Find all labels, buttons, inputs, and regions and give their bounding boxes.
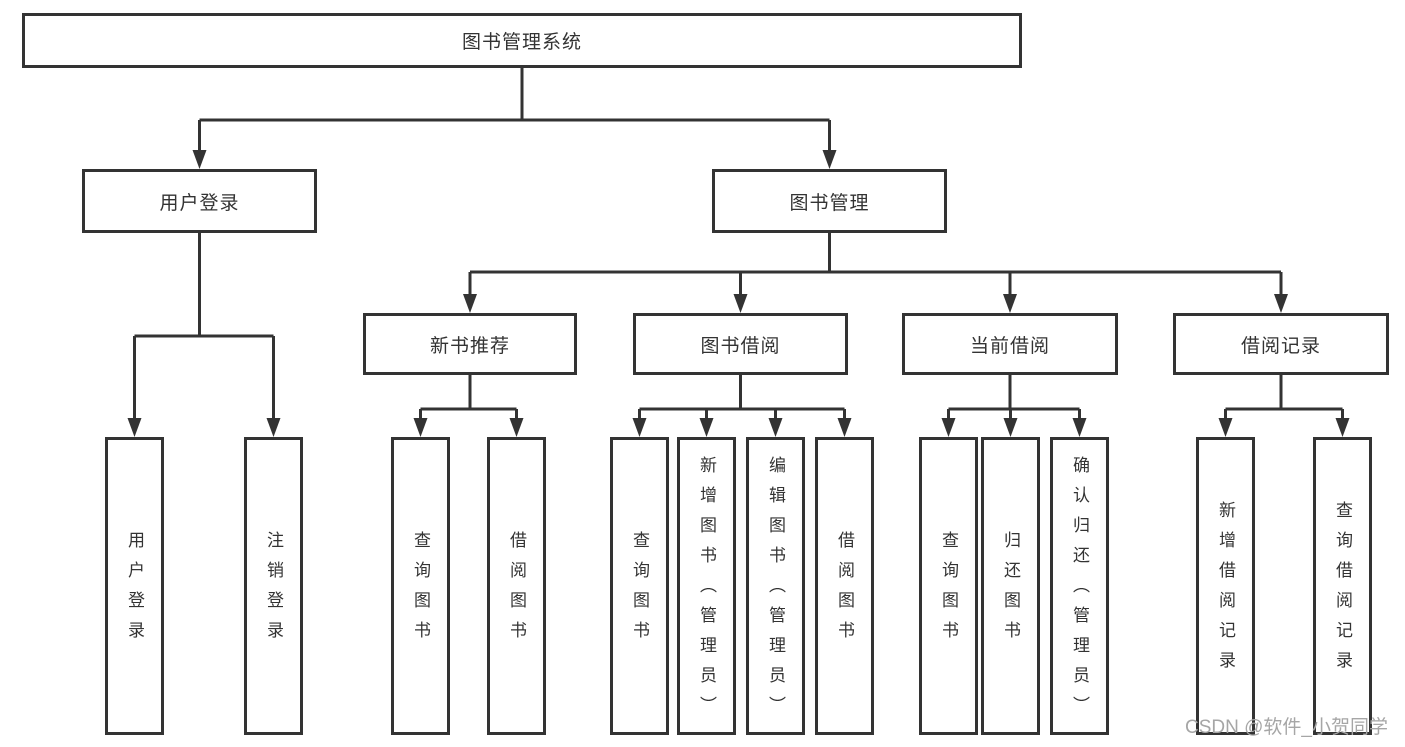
leaf-query-borrow-record: 查询借阅记录 xyxy=(1313,437,1372,735)
leaf-borrow-books-recommend: 借阅图书 xyxy=(487,437,546,735)
node-book-management: 图书管理 xyxy=(712,169,947,233)
node-user-login: 用户登录 xyxy=(82,169,317,233)
node-book-borrowing: 图书借阅 xyxy=(633,313,848,375)
leaf-logout: 注销登录 xyxy=(244,437,303,735)
leaf-query-books-current: 查询图书 xyxy=(919,437,978,735)
leaf-query-books-borrowing: 查询图书 xyxy=(610,437,669,735)
leaf-query-books-recommend: 查询图书 xyxy=(391,437,450,735)
node-new-book-recommendation: 新书推荐 xyxy=(363,313,577,375)
node-borrowing-records: 借阅记录 xyxy=(1173,313,1389,375)
node-root-library-management-system: 图书管理系统 xyxy=(22,13,1022,68)
arrowhead-icons xyxy=(127,150,1350,437)
leaf-return-books: 归还图书 xyxy=(981,437,1040,735)
leaf-edit-books-admin: 编辑图书（管理员） xyxy=(746,437,805,735)
leaf-add-borrow-record: 新增借阅记录 xyxy=(1196,437,1255,735)
leaf-user-login: 用户登录 xyxy=(105,437,164,735)
csdn-watermark: CSDN @软件_小贺同学 xyxy=(1185,717,1388,738)
leaf-confirm-return-admin: 确认归还（管理员） xyxy=(1050,437,1109,735)
node-current-borrowing: 当前借阅 xyxy=(902,313,1118,375)
leaf-borrow-books-borrowing: 借阅图书 xyxy=(815,437,874,735)
leaf-add-books-admin: 新增图书（管理员） xyxy=(677,437,736,735)
